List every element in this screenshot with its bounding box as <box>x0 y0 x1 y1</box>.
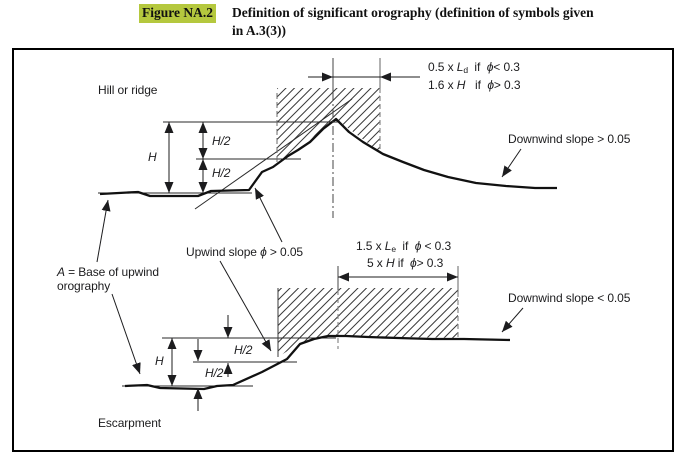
upper-dimension-lines <box>164 72 420 193</box>
lower-downwind-label: Downwind slope < 0.05 <box>508 291 631 305</box>
upper-dim-note-line2: 1.6 x H if ϕ> 0.3 <box>428 78 521 92</box>
base-of-orography-label: A = Base of upwind orography <box>57 265 159 293</box>
lower-leader-arrows <box>501 307 524 333</box>
upper-dim-note-line1: 0.5 x Ld if ϕ< 0.3 <box>428 60 520 75</box>
upper-H2-label-bottom: H/2 <box>212 166 231 180</box>
upper-H2-label-top: H/2 <box>212 134 231 148</box>
lower-dimension-lines <box>167 272 458 411</box>
lower-H2-label-top: H/2 <box>234 343 253 357</box>
figure-title-line2: in A.3(3)) <box>232 23 286 38</box>
figure-title-line1: Definition of significant orography (def… <box>232 5 594 20</box>
lower-diagram-title: Escarpment <box>98 416 162 430</box>
upper-extension-lines <box>276 58 381 218</box>
upper-downwind-label: Downwind slope > 0.05 <box>508 132 631 146</box>
lower-hatch-region <box>278 288 458 357</box>
lower-H-label: H <box>155 354 164 368</box>
upwind-slope-label: Upwind slope ϕ > 0.05 <box>186 245 303 259</box>
lower-dim-note-line1: 1.5 x Le if ϕ < 0.3 <box>356 239 452 254</box>
lower-H2-label-bottom: H/2 <box>205 366 224 380</box>
upper-terrain-profile <box>99 117 557 198</box>
upwind-label-leaders <box>219 187 283 352</box>
lower-dim-note-line2: 5 x H if ϕ> 0.3 <box>367 256 444 270</box>
figure-number-tag: Figure NA.2 <box>139 4 216 23</box>
lower-terrain-profile <box>124 334 511 391</box>
upper-leader-arrows <box>501 148 522 178</box>
base-label-leaders <box>96 199 141 375</box>
upper-diagram-title: Hill or ridge <box>98 83 158 97</box>
figure-title: Definition of significant orography (def… <box>232 4 672 40</box>
upper-H-label: H <box>148 150 157 164</box>
upper-hatch-region <box>277 88 380 165</box>
